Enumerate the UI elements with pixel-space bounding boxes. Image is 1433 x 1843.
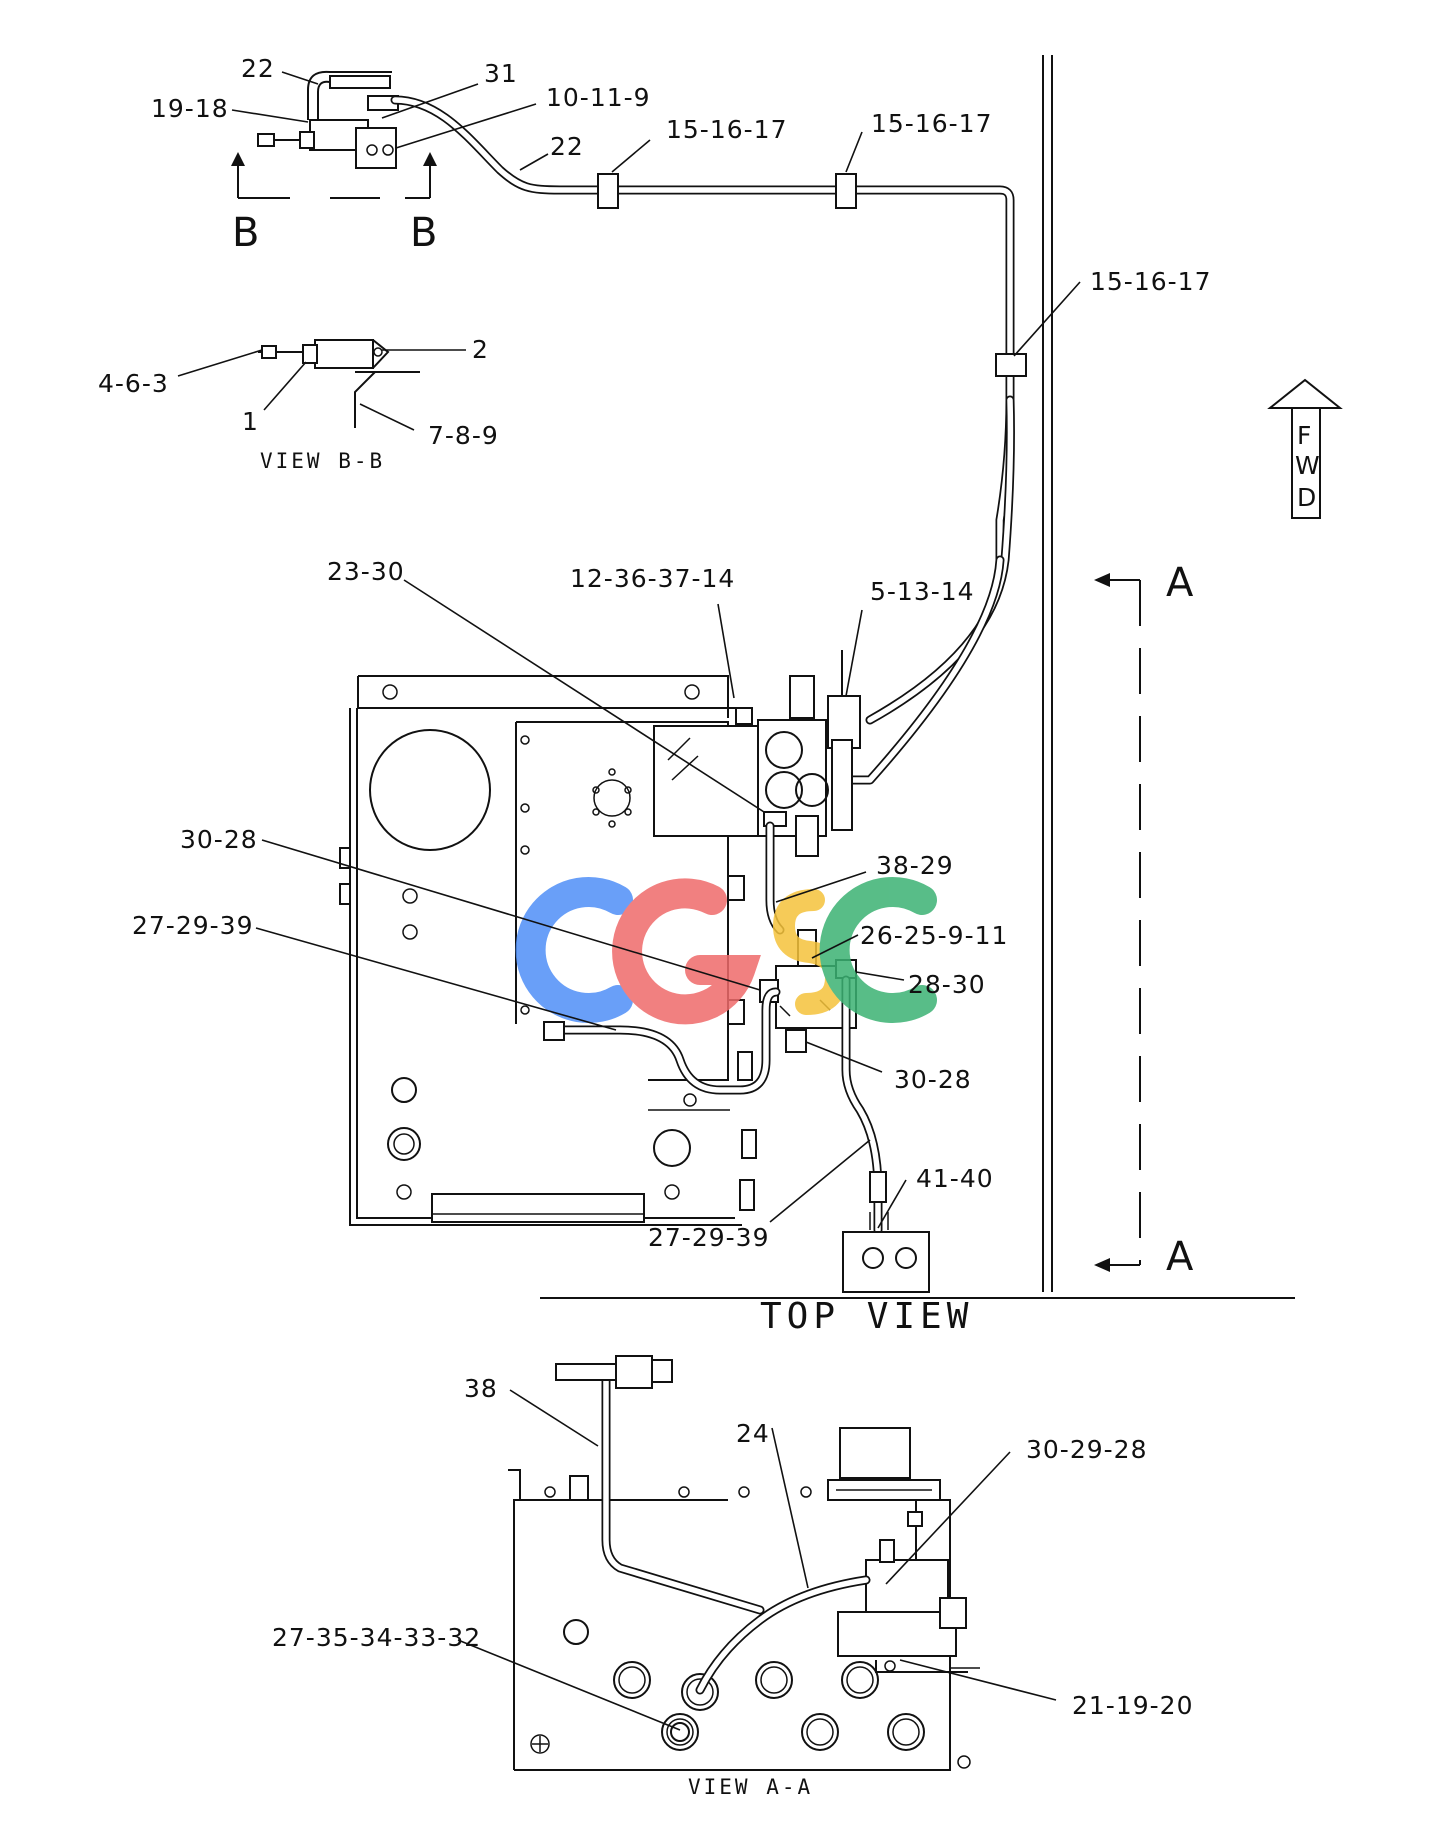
callout-26-25-9-11: 26-25-9-11 — [860, 921, 1008, 950]
view-bb-detail — [258, 339, 420, 428]
callout-23-30: 23-30 — [327, 557, 405, 586]
callout-38: 38 — [464, 1374, 498, 1403]
callout-15-16-17-c: 15-16-17 — [1090, 267, 1211, 296]
hose-22 — [390, 95, 1015, 785]
leader-lines — [177, 71, 1081, 1731]
callout-19-18: 19-18 — [151, 94, 229, 123]
top-view-hoses — [543, 975, 887, 1235]
callout-10-11-9: 10-11-9 — [546, 83, 651, 112]
callout-2: 2 — [472, 335, 489, 364]
section-a-marks: A A — [1094, 560, 1194, 1280]
upper-valve-assembly — [257, 70, 399, 169]
callout-30-28-b: 30-28 — [894, 1065, 972, 1094]
callout-1: 1 — [242, 407, 259, 436]
fwd-letter-f: F — [1297, 421, 1312, 450]
callout-12-36-37-14: 12-36-37-14 — [570, 564, 735, 593]
callout-27-35-34-33-32: 27-35-34-33-32 — [272, 1623, 481, 1652]
view-bb-caption: VIEW B-B — [260, 449, 385, 473]
section-b-right-label: B — [410, 210, 437, 256]
callout-labels: 22 31 19-18 10-11-9 22 15-16-17 15-16-17… — [98, 54, 1211, 1799]
callout-31: 31 — [484, 59, 518, 88]
callout-27-29-39-b: 27-29-39 — [648, 1223, 769, 1252]
top-view-caption: TOP VIEW — [760, 1296, 973, 1337]
callout-24: 24 — [736, 1419, 770, 1448]
callout-15-16-17-a: 15-16-17 — [666, 115, 787, 144]
fwd-letter-w: W — [1295, 451, 1321, 480]
callout-4-6-3: 4-6-3 — [98, 369, 169, 398]
callout-41-40: 41-40 — [916, 1164, 994, 1193]
bottom-block-41-40 — [842, 1212, 930, 1293]
callout-5-13-14: 5-13-14 — [870, 577, 975, 606]
section-b-marks: B B — [231, 152, 437, 256]
view-aa-caption: VIEW A-A — [688, 1775, 813, 1799]
fwd-letter-d: D — [1297, 483, 1317, 512]
callout-22-top: 22 — [241, 54, 275, 83]
frame-rails — [540, 55, 1295, 1299]
section-b-left-label: B — [232, 210, 259, 256]
callout-30-28-a: 30-28 — [180, 825, 258, 854]
section-a-bottom-label: A — [1166, 1234, 1194, 1280]
callout-7-8-9: 7-8-9 — [428, 421, 499, 450]
main-tank-plate — [339, 675, 765, 1226]
callout-30-29-28: 30-29-28 — [1026, 1435, 1147, 1464]
callout-27-29-39-a: 27-29-39 — [132, 911, 253, 940]
callout-15-16-17-b: 15-16-17 — [871, 109, 992, 138]
control-valve-stack — [735, 650, 861, 935]
callout-28-30: 28-30 — [908, 970, 986, 999]
forward-arrow: F W D — [1267, 378, 1343, 519]
callout-21-19-20: 21-19-20 — [1072, 1691, 1193, 1720]
callout-22-hose: 22 — [550, 132, 584, 161]
hose-clamps — [597, 173, 1027, 377]
view-aa-detail — [508, 1355, 980, 1771]
section-a-top-label: A — [1166, 560, 1194, 606]
cgsc-watermark — [515, 877, 937, 1025]
callout-38-29: 38-29 — [876, 851, 954, 880]
